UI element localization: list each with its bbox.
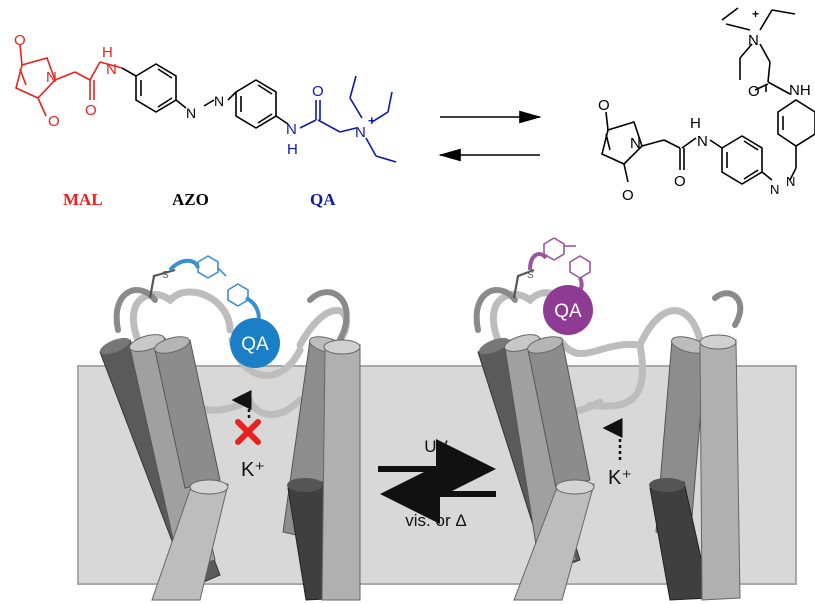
k-ion-left: K⁺ bbox=[241, 459, 265, 481]
cis-azo-n1: N bbox=[770, 182, 779, 197]
mal-amide-n: N bbox=[106, 61, 117, 78]
qa-amide-n: N bbox=[286, 121, 297, 138]
qa-blocker-blue bbox=[230, 318, 280, 368]
qa-blocker-purple-label: QA bbox=[554, 301, 582, 322]
vis-or-heat-label: vis. or Δ bbox=[405, 511, 466, 530]
cis-o-mal-bottom: O bbox=[622, 187, 634, 204]
uv-label: UV bbox=[424, 437, 448, 456]
channel-left: S QA bbox=[99, 255, 361, 601]
malazoqa-structure: O O N O H N N N bbox=[14, 32, 397, 209]
qa-blocker-purple bbox=[543, 285, 593, 335]
k-ion-right: K⁺ bbox=[608, 467, 632, 489]
qa-amide-o: O bbox=[312, 83, 324, 100]
cis-h-amide: H bbox=[690, 115, 701, 132]
label-qa: QA bbox=[310, 190, 336, 209]
helix-left-4 bbox=[151, 479, 229, 601]
cis-isomer-structure: N + O NH O N O O H N N N bbox=[598, 7, 815, 204]
azo-n2: N bbox=[214, 93, 224, 109]
helix-r-7 bbox=[699, 334, 741, 601]
qa-n-plus: N bbox=[355, 124, 366, 141]
label-mal: MAL bbox=[63, 190, 103, 209]
channel-right: S QA bbox=[473, 237, 744, 601]
azo-n1: N bbox=[186, 105, 196, 121]
mal-o-top: O bbox=[14, 32, 26, 49]
helix-r-6 bbox=[649, 478, 711, 601]
light-switch-arrows: UV vis. or Δ bbox=[378, 437, 496, 530]
cis-azo-n2: N bbox=[786, 174, 795, 189]
quaternary-ammonium-group bbox=[299, 75, 397, 163]
cis-o-mal-top: O bbox=[598, 97, 610, 114]
helix-r-4 bbox=[513, 479, 595, 601]
helix-right-3 bbox=[321, 339, 361, 601]
svg-text:S: S bbox=[162, 270, 169, 281]
mal-n: N bbox=[46, 69, 57, 86]
cis-n-mal: N bbox=[630, 135, 641, 152]
cis-nh-qa: NH bbox=[789, 82, 811, 99]
cis-n-plus: N bbox=[748, 32, 759, 49]
cis-n-amide: N bbox=[697, 133, 708, 150]
mal-amide-h: H bbox=[102, 44, 113, 61]
svg-text:S: S bbox=[527, 270, 534, 281]
mal-amide-o: O bbox=[85, 102, 97, 119]
label-azo: AZO bbox=[172, 190, 209, 209]
block-x-icon bbox=[235, 419, 261, 445]
mal-o-bottom: O bbox=[48, 113, 60, 130]
cis-charge: + bbox=[752, 7, 759, 21]
maleimide-group bbox=[15, 44, 123, 117]
azobenzene-group bbox=[121, 63, 289, 129]
qa-blocker-blue-label: QA bbox=[241, 334, 269, 355]
azo-linker-blue bbox=[168, 255, 261, 328]
cis-o-amide: O bbox=[674, 173, 686, 190]
isomerization-arrows bbox=[438, 110, 542, 162]
qa-charge: + bbox=[368, 113, 376, 128]
helix-r-3 bbox=[527, 336, 591, 489]
qa-amide-h: H bbox=[287, 141, 298, 158]
helix-left-3 bbox=[154, 336, 221, 489]
cis-o-qa: O bbox=[748, 83, 760, 100]
